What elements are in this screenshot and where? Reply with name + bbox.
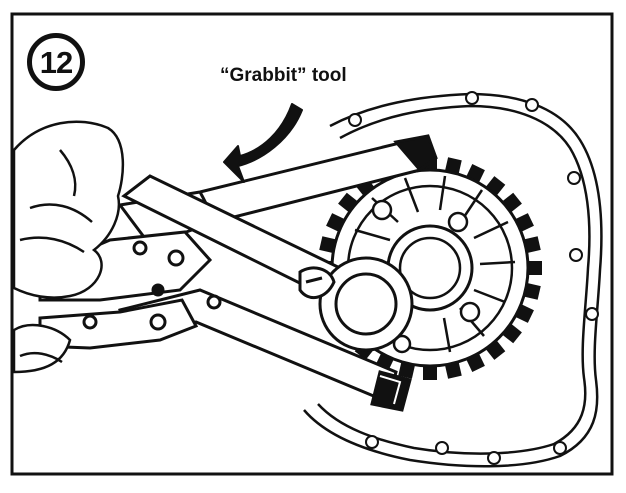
grabbit-tool-callout: “Grabbit” tool [220, 65, 347, 86]
step-number-badge: 12 [27, 33, 85, 91]
ratchet-wrench-illustration [121, 174, 414, 352]
figure-border [10, 12, 614, 476]
step-number: 12 [39, 44, 73, 80]
curved-arrow-icon [223, 103, 303, 183]
engine-cover-gasket [303, 91, 603, 468]
hand-illustration [12, 120, 125, 374]
gear-icon [318, 156, 542, 380]
